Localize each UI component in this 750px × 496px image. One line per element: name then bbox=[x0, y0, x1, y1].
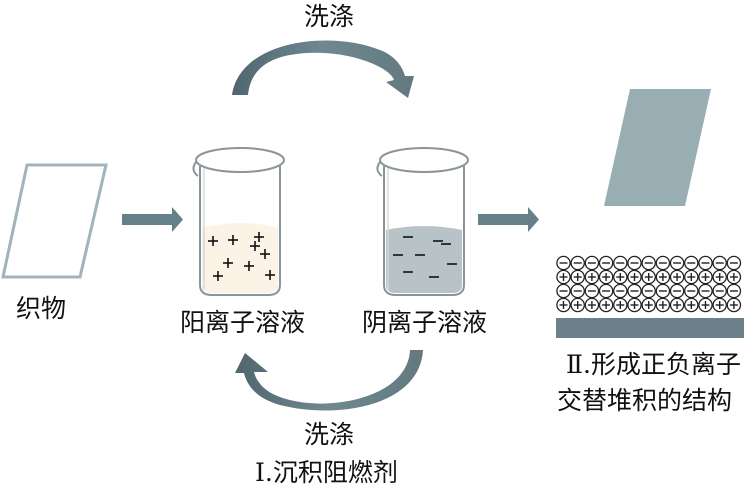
cation-circle bbox=[556, 297, 571, 313]
anion-circle bbox=[655, 283, 671, 299]
cation-charges bbox=[208, 232, 275, 281]
cation-circle bbox=[655, 269, 671, 285]
cation-circle bbox=[613, 269, 628, 285]
cation-circle bbox=[698, 269, 713, 285]
anion-circle bbox=[584, 255, 600, 271]
cation-solution-fill bbox=[202, 223, 278, 293]
plus-charge-icon bbox=[265, 270, 275, 280]
plus-charge-icon bbox=[260, 249, 270, 259]
cation-circle bbox=[584, 269, 600, 285]
anion-circle bbox=[570, 255, 585, 271]
anion-circle bbox=[698, 255, 713, 271]
plus-charge-icon bbox=[213, 271, 223, 281]
cation-circle bbox=[684, 297, 699, 313]
cation-circle bbox=[712, 297, 727, 313]
cation-circle bbox=[570, 297, 585, 313]
anion-circle bbox=[684, 283, 699, 299]
anion-circle bbox=[655, 255, 671, 271]
anion-circle bbox=[613, 283, 628, 299]
cation-circle bbox=[584, 297, 600, 313]
anion-circle bbox=[726, 283, 742, 299]
wash-arrow-top bbox=[232, 40, 414, 98]
cation-circle bbox=[627, 297, 642, 313]
plus-charge-icon bbox=[223, 258, 233, 268]
anion-circle bbox=[712, 255, 727, 271]
cation-circle bbox=[641, 297, 656, 313]
fabric-icon bbox=[1, 163, 108, 279]
layer-structure bbox=[556, 255, 742, 313]
plus-charge-icon bbox=[208, 236, 218, 246]
anion-circle bbox=[556, 255, 571, 271]
cation-circle bbox=[613, 297, 628, 313]
plus-charge-icon bbox=[250, 241, 260, 251]
plus-charge-icon bbox=[254, 232, 264, 242]
anion-solution-label: 阴离子溶液 bbox=[362, 308, 488, 337]
cation-circle bbox=[698, 297, 713, 313]
step2-label-line1: Ⅱ.形成正负离子 bbox=[566, 350, 741, 379]
cation-circle bbox=[627, 269, 642, 285]
anion-charges bbox=[393, 236, 457, 278]
anion-circle bbox=[598, 283, 614, 299]
cation-circle bbox=[598, 269, 614, 285]
cation-circle bbox=[655, 297, 671, 313]
arrow-right-2 bbox=[478, 207, 539, 232]
plus-charge-icon bbox=[228, 235, 238, 245]
wash-arrow-bottom bbox=[235, 350, 423, 411]
anion-circle bbox=[556, 283, 571, 299]
anion-circle bbox=[698, 283, 713, 299]
anion-circle bbox=[598, 255, 614, 271]
wash-label-bottom: 洗涤 bbox=[304, 420, 355, 449]
anion-circle bbox=[669, 283, 685, 299]
cation-circle bbox=[556, 269, 571, 285]
plus-charge-icon bbox=[244, 261, 254, 271]
cation-circle bbox=[669, 269, 685, 285]
anion-circle bbox=[627, 255, 642, 271]
cation-circle bbox=[726, 297, 742, 313]
anion-circle bbox=[641, 255, 656, 271]
cation-circle bbox=[669, 297, 685, 313]
fabric-label: 织物 bbox=[16, 294, 67, 323]
anion-circle bbox=[726, 255, 742, 271]
anion-circle bbox=[641, 283, 656, 299]
arrow-right-1 bbox=[122, 207, 183, 232]
anion-circle bbox=[613, 255, 628, 271]
anion-circle bbox=[684, 255, 699, 271]
cation-circle bbox=[712, 269, 727, 285]
anion-beaker bbox=[376, 147, 469, 296]
wash-label-top: 洗涤 bbox=[304, 2, 355, 31]
anion-circle bbox=[669, 255, 685, 271]
step2-label-line2: 交替堆积的结构 bbox=[557, 386, 733, 415]
cation-circle bbox=[598, 297, 614, 313]
anion-circle bbox=[570, 283, 585, 299]
cation-circle bbox=[726, 269, 742, 285]
anion-circle bbox=[627, 283, 642, 299]
cation-circle bbox=[684, 269, 699, 285]
anion-circle bbox=[712, 283, 727, 299]
treated-fabric-icon bbox=[604, 89, 711, 206]
substrate-layer bbox=[556, 318, 744, 338]
cation-solution-label: 阳离子溶液 bbox=[180, 308, 306, 337]
anion-solution-fill bbox=[386, 226, 462, 293]
cation-circle bbox=[570, 269, 585, 285]
cation-circle bbox=[641, 269, 656, 285]
step1-label: Ⅰ.沉积阻燃剂 bbox=[255, 458, 398, 487]
anion-circle bbox=[584, 283, 600, 299]
